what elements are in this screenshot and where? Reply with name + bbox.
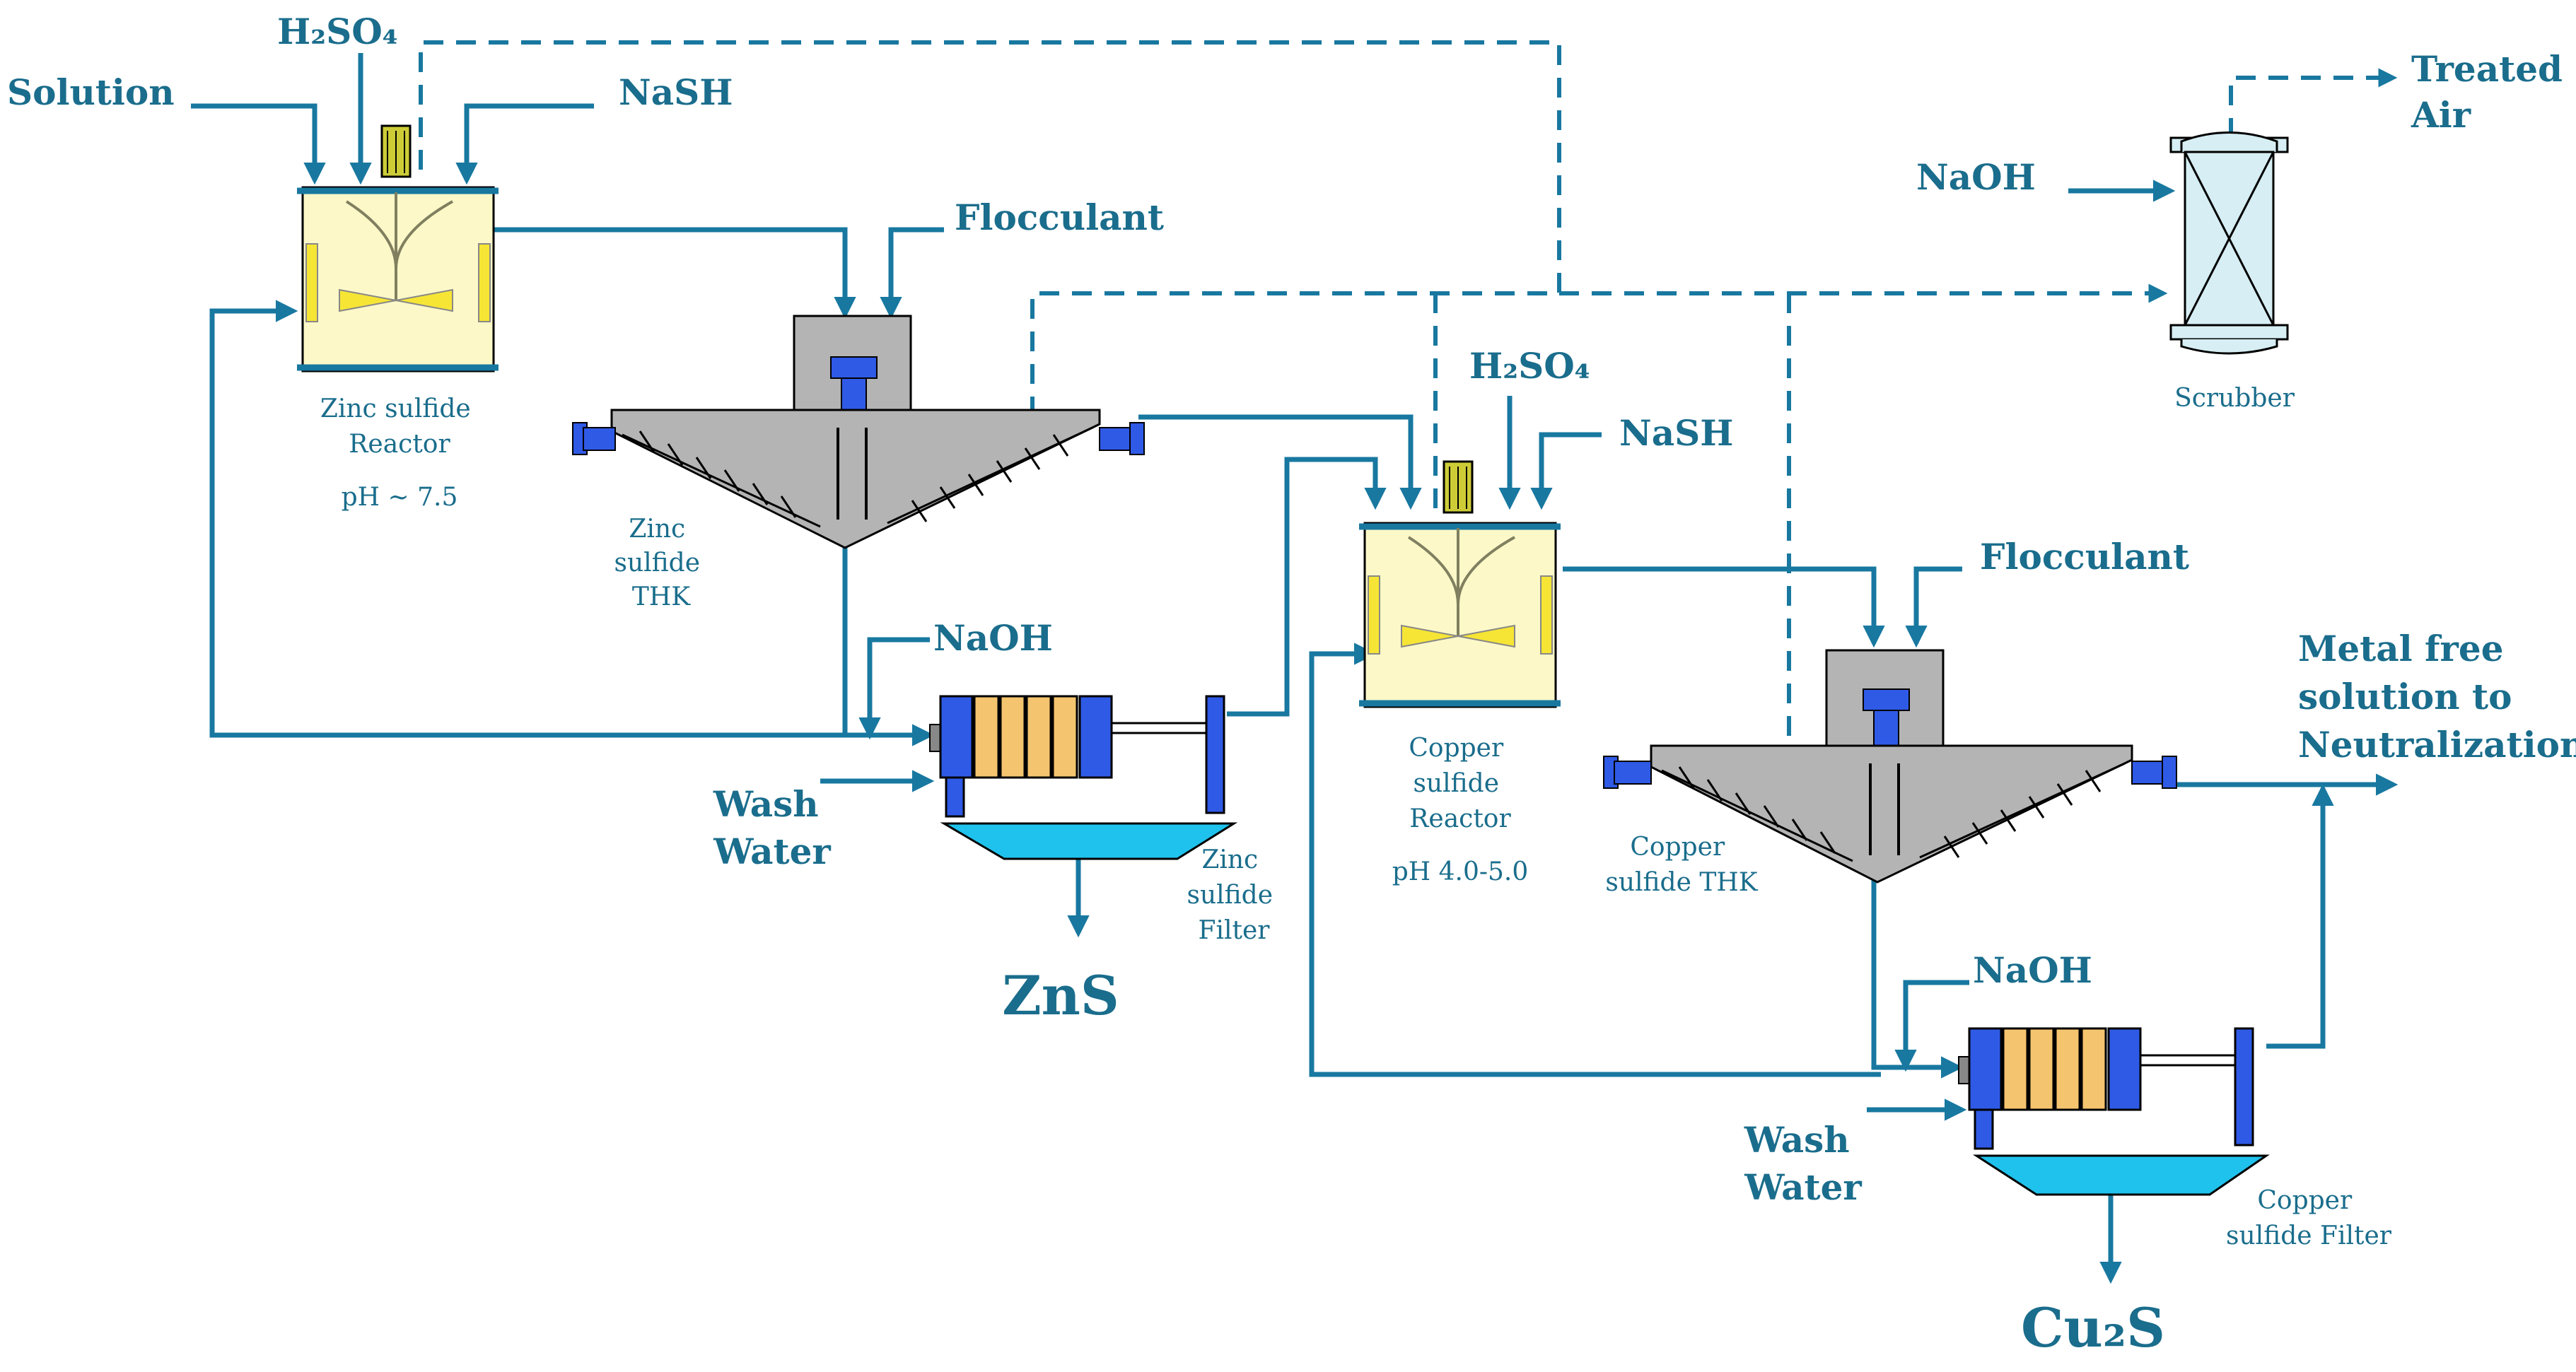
label-naoh-2: NaOH	[1973, 949, 2092, 991]
label-naoh-scrubber: NaOH	[1916, 156, 2036, 198]
labels: Solution H₂SO₄ NaSH Flocculant Zinc sulf…	[7, 11, 2576, 1359]
label-copper-thk: Copper sulfide THK	[1605, 833, 1758, 897]
label-h2so4-top: H₂SO₄	[277, 11, 398, 52]
impeller	[1401, 624, 1459, 648]
scrubber	[2169, 131, 2289, 355]
label-zinc-ph: pH ~ 7.5	[342, 483, 458, 512]
label-copper-reactor: Copper sulfide Reactor	[1409, 734, 1511, 833]
label-copper-filter: Copper sulfide Filter	[2226, 1186, 2392, 1250]
label-zinc-thk: Zinc sulfide THK	[614, 515, 709, 611]
filtrate-tray	[1972, 1154, 2270, 1196]
process-pipes	[191, 53, 2399, 1284]
impeller	[339, 288, 397, 312]
label-nash-mid: NaSH	[1619, 412, 1733, 454]
filtrate-tray	[940, 822, 1238, 860]
label-scrubber: Scrubber	[2174, 384, 2295, 413]
copper-sulfide-reactor	[1359, 460, 1561, 708]
label-zns: ZnS	[1002, 964, 1119, 1027]
label-solution: Solution	[7, 71, 175, 113]
label-flocculant-2: Flocculant	[1980, 536, 2189, 577]
copper-sulfide-thickener	[1603, 649, 2177, 884]
label-flocculant-1: Flocculant	[955, 197, 1164, 238]
label-nash-top: NaSH	[619, 71, 733, 113]
label-naoh-1: NaOH	[933, 617, 1053, 659]
label-copper-ph: pH 4.0-5.0	[1392, 857, 1529, 886]
label-treated-air: Treated Air	[2411, 48, 2575, 136]
label-wash-water-2: Wash Water	[1744, 1119, 1862, 1208]
zinc-sulfide-thickener	[572, 315, 1145, 549]
label-metal-free-solution: Metal free solution to Neutralization	[2298, 628, 2576, 766]
label-cu2s: Cu₂S	[2021, 1296, 2165, 1359]
label-wash-water-1: Wash Water	[713, 783, 831, 872]
label-zinc-reactor: Zinc sulfide Reactor	[320, 394, 479, 459]
copper-sulfide-filter-press	[1958, 1027, 2270, 1196]
zinc-sulfide-filter-press	[929, 695, 1238, 860]
label-zinc-filter: Zinc sulfide Filter	[1187, 845, 1281, 945]
vent-lines	[419, 40, 2398, 742]
label-h2so4-mid: H₂SO₄	[1469, 345, 1590, 387]
zinc-sulfide-reactor	[297, 124, 499, 373]
